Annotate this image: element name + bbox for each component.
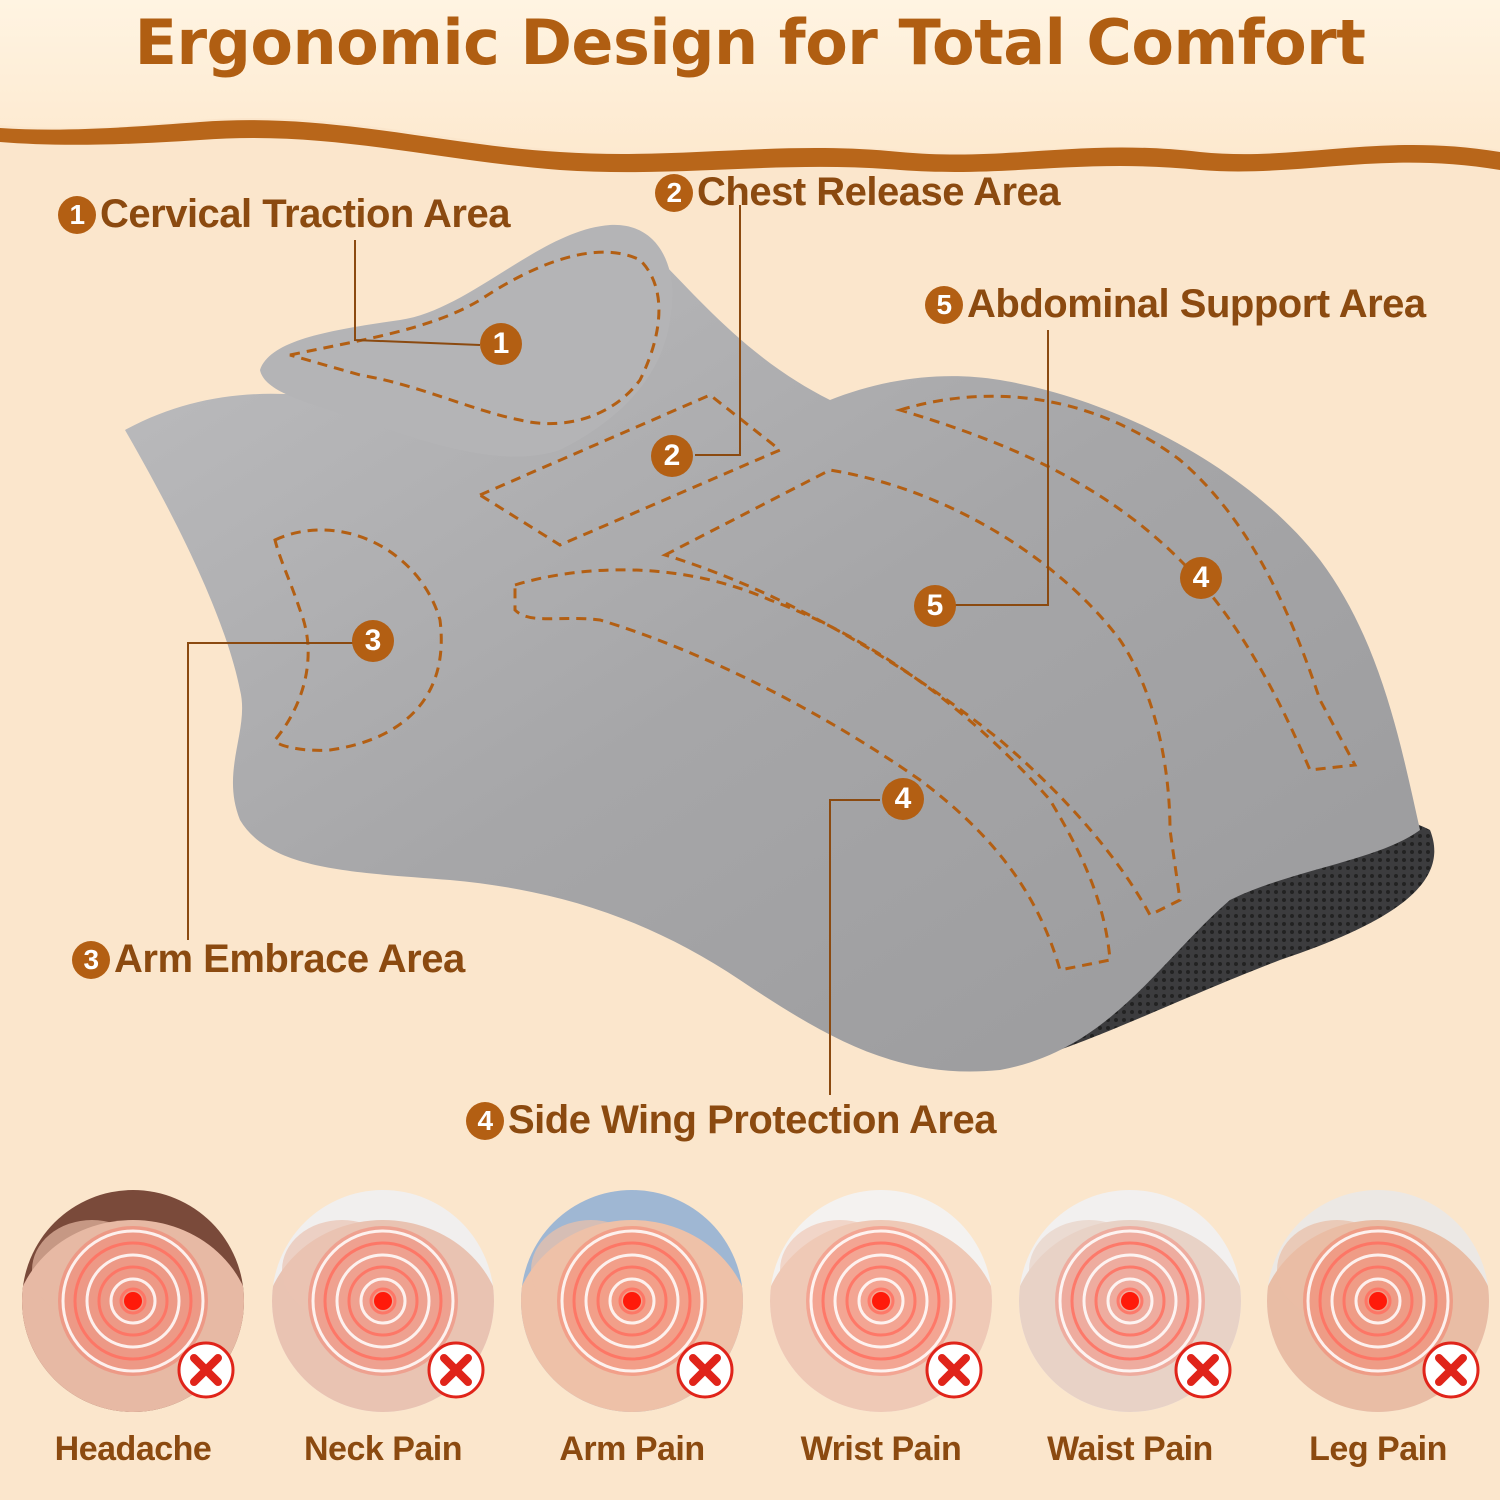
callout-label: Abdominal Support Area	[967, 282, 1426, 326]
callout-abdominal-support: 5 Abdominal Support Area	[925, 282, 1426, 327]
zone-marker-4-front: 4	[882, 778, 924, 820]
pain-strip: Headache Neck Pain Arm Pain	[0, 1180, 1500, 1500]
callout-label: Cervical Traction Area	[100, 192, 510, 236]
callout-side-wing-protection: 4 Side Wing Protection Area	[466, 1098, 996, 1143]
no-pain-x-icon	[1421, 1340, 1481, 1400]
waist-pain-icon	[1019, 1190, 1241, 1412]
callout-number: 3	[72, 940, 110, 979]
page-title: Ergonomic Design for Total Comfort	[134, 6, 1366, 79]
pain-label: Wrist Pain	[800, 1430, 962, 1468]
no-pain-x-icon	[176, 1340, 236, 1400]
callout-number: 1	[58, 195, 96, 234]
pain-label: Waist Pain	[1047, 1430, 1213, 1468]
callout-chest-release: 2 Chest Release Area	[655, 170, 1061, 215]
pain-label: Neck Pain	[303, 1430, 463, 1468]
callout-cervical-traction: 1 Cervical Traction Area	[58, 192, 510, 237]
no-pain-x-icon	[675, 1340, 735, 1400]
zone-marker-2: 2	[651, 435, 693, 477]
pain-label: Leg Pain	[1309, 1430, 1447, 1468]
zone-marker-1: 1	[480, 323, 522, 365]
zone-marker-4-right: 4	[1180, 557, 1222, 599]
pain-label: Arm Pain	[559, 1430, 705, 1468]
pain-label: Headache	[54, 1430, 212, 1468]
no-pain-x-icon	[1173, 1340, 1233, 1400]
callout-number: 5	[925, 285, 963, 324]
callout-label: Side Wing Protection Area	[508, 1098, 996, 1142]
callout-arm-embrace: 3 Arm Embrace Area	[72, 937, 465, 982]
no-pain-x-icon	[426, 1340, 486, 1400]
callout-label: Arm Embrace Area	[114, 937, 465, 981]
zone-marker-5: 5	[914, 585, 956, 627]
callout-label: Chest Release Area	[697, 170, 1061, 214]
zone-marker-3: 3	[352, 620, 394, 662]
callout-number: 2	[655, 173, 693, 212]
callout-number: 4	[466, 1101, 504, 1140]
no-pain-x-icon	[924, 1340, 984, 1400]
